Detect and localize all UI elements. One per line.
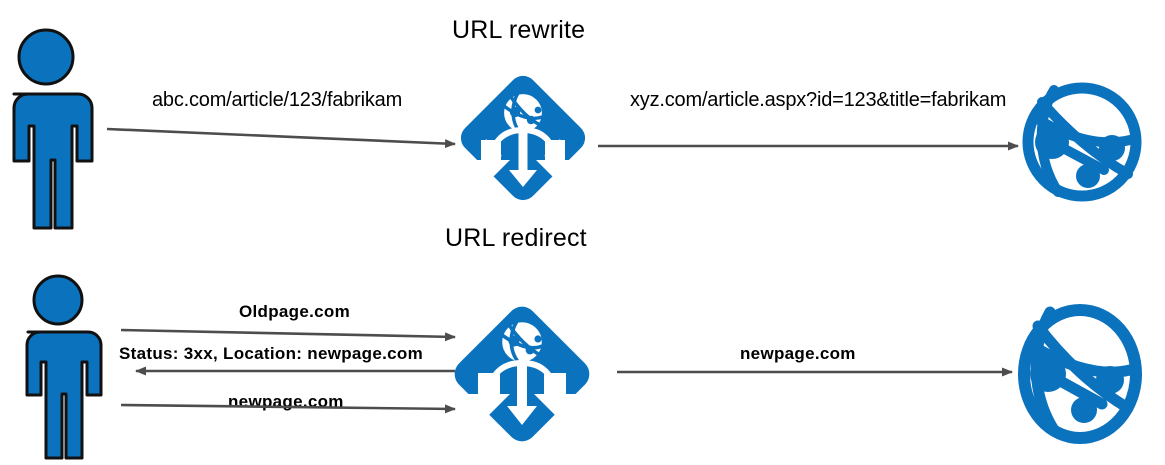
multidirection-arrow-glyph — [468, 360, 576, 425]
label-top-request-url: abc.com/article/123/fabrikam — [152, 89, 403, 111]
person-icon-graphic — [25, 274, 103, 460]
globe-network-icon-bottom — [1012, 300, 1148, 448]
person-icon-top — [4, 26, 104, 230]
arrow-top-client-to-module — [106, 127, 456, 149]
arrow-bottom-client-to-module-request — [120, 328, 456, 342]
globe-network-graphic — [1018, 304, 1142, 444]
label-top-rewritten-url: xyz.com/article.aspx?id=123&title=fabrik… — [630, 89, 1007, 111]
globe-glyph — [498, 318, 546, 366]
globe-network-icon-top — [1018, 78, 1146, 206]
label-bottom-response-status: Status: 3xx, Location: newpage.com — [119, 344, 423, 363]
label-bottom-forward-url: newpage.com — [740, 344, 856, 363]
section-title-url-rewrite: URL rewrite — [452, 16, 586, 44]
url-rewrite-module-graphic — [454, 306, 590, 442]
url-rewrite-module-icon-top — [455, 70, 591, 206]
section-title-url-redirect: URL redirect — [445, 224, 587, 252]
person-icon-graphic — [12, 28, 94, 230]
url-rewrite-module-icon-bottom — [452, 294, 592, 454]
label-bottom-request-url: Oldpage.com — [239, 302, 350, 321]
person-icon-bottom — [14, 272, 106, 460]
url-rewrite-module-graphic — [460, 75, 586, 201]
multidirection-arrow-glyph — [472, 127, 574, 187]
globe-network-graphic — [1022, 82, 1142, 202]
label-bottom-second-request-url: newpage.com — [228, 392, 344, 411]
